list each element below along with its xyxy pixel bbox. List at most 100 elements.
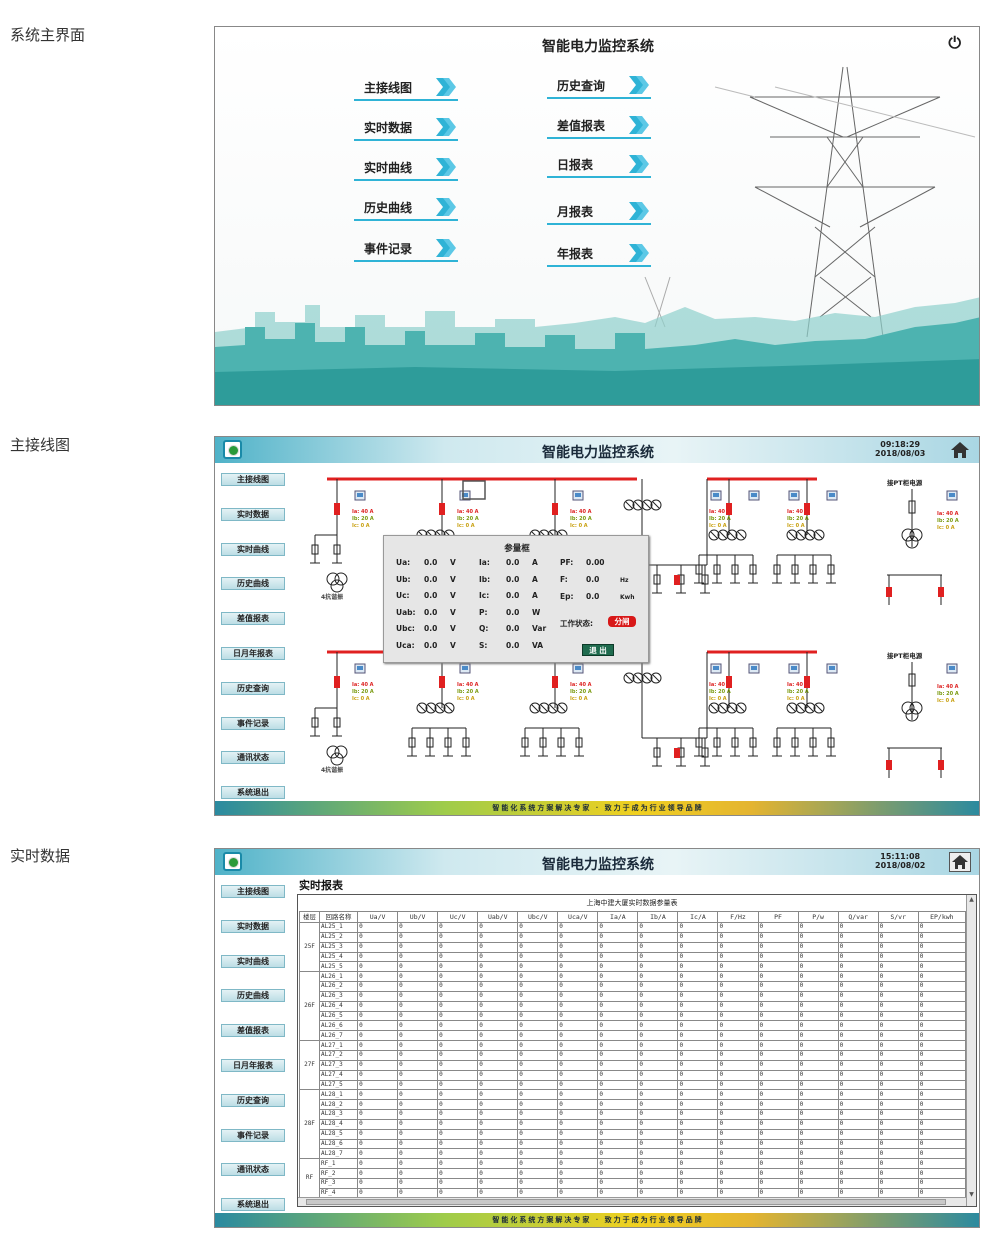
meter-screen <box>357 666 363 670</box>
menu-item[interactable]: 历史曲线 <box>354 195 458 221</box>
sidebar-button[interactable]: 系统退出 <box>221 1198 285 1212</box>
meter-screen <box>751 666 757 670</box>
home-icon[interactable] <box>949 852 971 872</box>
value-cell: 0 <box>477 1138 519 1150</box>
menu-item[interactable]: 实时数据 <box>354 115 458 141</box>
value-cell: 0 <box>677 1158 719 1170</box>
logo-icon <box>223 852 242 871</box>
value-cell: 0 <box>877 1049 919 1061</box>
capacitor <box>556 702 568 714</box>
value-cell: 0 <box>477 1177 519 1189</box>
param-value: 0.0 <box>586 575 600 584</box>
sidebar-button[interactable]: 通讯状态 <box>221 1163 285 1177</box>
value-cell: 0 <box>877 1177 919 1189</box>
circuit-name-cell: AL27_1 <box>319 1040 359 1051</box>
sidebar-button[interactable]: 事件记录 <box>221 716 285 730</box>
value-cell: 0 <box>837 922 879 933</box>
reading-ic: Ic: 0 A <box>787 696 805 702</box>
value-cell: 0 <box>597 961 639 973</box>
menu-item-label: 差值报表 <box>557 119 606 133</box>
sidebar-button[interactable]: 历史查询 <box>221 1093 285 1107</box>
sidebar-button[interactable]: 历史曲线 <box>221 989 285 1003</box>
sidebar-button[interactable]: 实时数据 <box>221 919 285 933</box>
param-label: Ic: <box>479 591 490 600</box>
param-value: 0.0 <box>586 592 600 601</box>
menu-item[interactable]: 主接线图 <box>354 75 458 101</box>
section-label-main: 系统主界面 <box>10 26 86 44</box>
sidebar-button[interactable]: 实时数据 <box>221 507 285 521</box>
exit-button[interactable]: 退 出 <box>582 644 614 656</box>
reading-ic: Ic: 0 A <box>937 525 955 531</box>
value-cell: 0 <box>557 1089 599 1101</box>
sidebar-button[interactable]: 差值报表 <box>221 612 285 626</box>
circuit-name-cell: AL25_1 <box>319 922 359 933</box>
sidebar-button[interactable]: 实时曲线 <box>221 954 285 968</box>
sidebar-button[interactable]: 日月年报表 <box>221 647 285 660</box>
value-cell: 0 <box>637 1040 679 1051</box>
menu-item[interactable]: 月报表 <box>547 199 651 225</box>
value-cell: 0 <box>917 1069 967 1081</box>
branch-switch <box>653 747 661 758</box>
value-cell: 0 <box>917 922 967 933</box>
scroll-down-icon[interactable]: ▼ <box>969 1191 974 1198</box>
value-cell: 0 <box>357 1069 399 1081</box>
menu-item[interactable]: 差值报表 <box>547 113 651 139</box>
menu-item[interactable]: 日报表 <box>547 152 651 178</box>
reading-ic: Ic: 0 A <box>937 698 955 704</box>
value-cell: 0 <box>877 1118 919 1130</box>
value-cell: 0 <box>677 1109 719 1120</box>
sidebar-button[interactable]: 事件记录 <box>221 1128 285 1142</box>
value-cell: 0 <box>437 1000 479 1012</box>
value-cell: 0 <box>597 1000 639 1012</box>
sidebar-button[interactable]: 实时曲线 <box>221 542 285 556</box>
value-cell: 0 <box>517 1099 559 1111</box>
value-cell: 0 <box>837 941 879 953</box>
reading-ia: Ia: 40 A <box>570 509 592 515</box>
power-icon[interactable]: ⏻ <box>948 33 961 52</box>
horizontal-scrollbar[interactable] <box>298 1197 966 1206</box>
capacitor-mark <box>436 704 444 712</box>
capacitor <box>735 529 747 541</box>
home-icon[interactable] <box>949 440 971 460</box>
branch-switch <box>773 564 781 575</box>
value-cell: 0 <box>877 922 919 933</box>
sidebar-button[interactable]: 主接线图 <box>221 473 285 486</box>
value-cell: 0 <box>717 1177 759 1189</box>
capacitor <box>538 702 550 714</box>
menu-item[interactable]: 年报表 <box>547 241 651 267</box>
sidebar-button[interactable]: 主接线图 <box>221 885 285 898</box>
value-cell: 0 <box>837 990 879 1002</box>
sidebar-button[interactable]: 日月年报表 <box>221 1059 285 1072</box>
branch-switch <box>713 737 721 748</box>
sidebar-button[interactable]: 系统退出 <box>221 786 285 800</box>
value-cell: 0 <box>557 941 599 953</box>
branch-switch <box>773 737 781 748</box>
menu-item[interactable]: 实时曲线 <box>354 155 458 181</box>
value-cell: 0 <box>517 941 559 953</box>
value-cell: 0 <box>477 1010 519 1022</box>
value-cell: 0 <box>517 922 559 933</box>
value-cell: 0 <box>477 990 519 1002</box>
branch-switch <box>333 544 341 555</box>
sidebar-button[interactable]: 通讯状态 <box>221 751 285 765</box>
reading-ib: Ib: 20 A <box>570 689 592 695</box>
value-cell: 0 <box>557 1128 599 1140</box>
vertical-scrollbar[interactable]: ▲▼ <box>966 895 976 1206</box>
footer-bar: 智能化系统方案解决专家 · 致力于成为行业领导品牌 <box>215 1213 979 1227</box>
scroll-thumb[interactable] <box>306 1199 946 1205</box>
sidebar-button[interactable]: 差值报表 <box>221 1024 285 1038</box>
value-cell: 0 <box>637 1118 679 1130</box>
sidebar-button[interactable]: 历史曲线 <box>221 577 285 591</box>
breaker <box>334 503 340 515</box>
circuit-name-cell: AL28_6 <box>319 1138 359 1150</box>
menu-item[interactable]: 历史查询 <box>547 73 651 99</box>
menu-item[interactable]: 事件记录 <box>354 236 458 262</box>
scroll-up-icon[interactable]: ▲ <box>969 896 974 903</box>
capacitor-mark <box>549 704 557 712</box>
sidebar-button[interactable]: 历史查询 <box>221 681 285 695</box>
value-cell: 0 <box>797 1138 839 1150</box>
value-cell: 0 <box>797 971 839 983</box>
param-label: Ep: <box>560 592 574 601</box>
value-cell: 0 <box>397 1089 439 1101</box>
